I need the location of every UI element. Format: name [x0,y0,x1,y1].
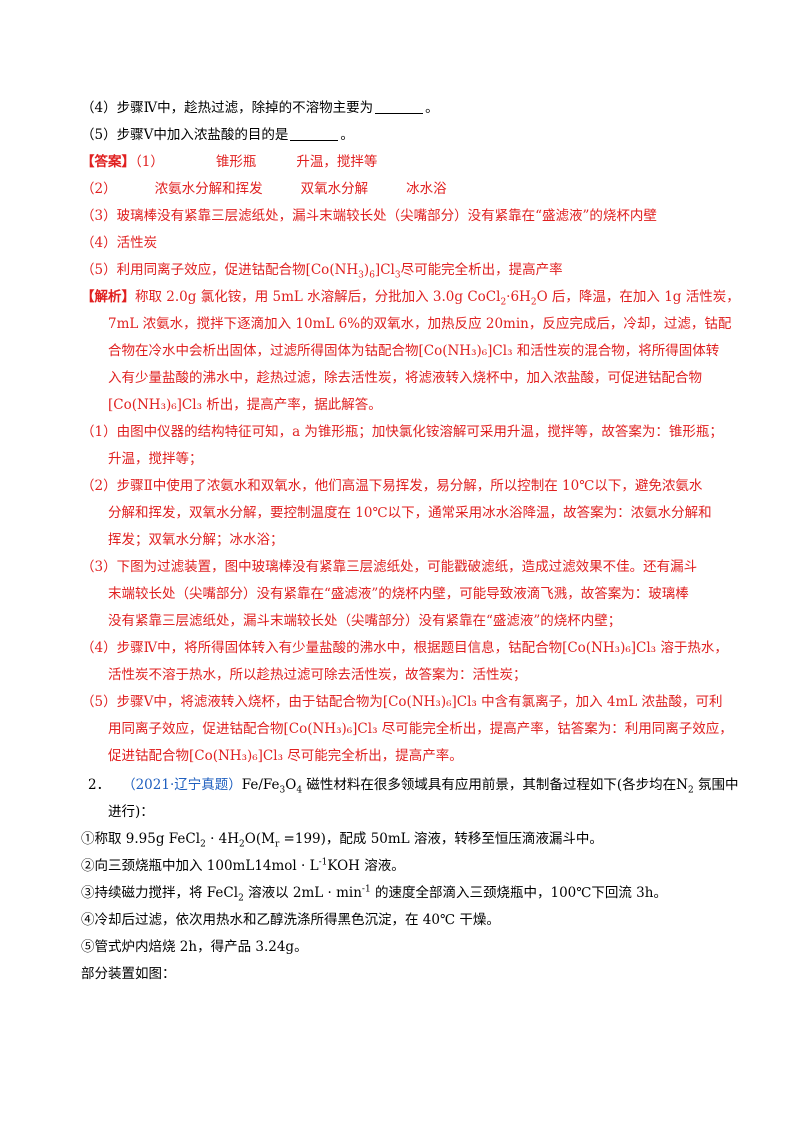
analysis-part-5a: （5）步骤Ⅴ中，将滤液转入烧杯，由于钴配合物为[Co(NH₃)₆]Cl₃ 中含有… [81,694,723,710]
step-1: ①称取 9.95g FeCl2 · 4H2O(Mr =199)，配成 50mL … [81,831,603,850]
answer-line-5: （5）利用同离子效应，促进钴配合物[Co(NH3)6]Cl3尽可能完全析出，提高… [81,262,563,281]
answer-blank [375,99,424,114]
analysis-line-5: [Co(NH₃)₆]Cl₃ 析出，提高产率，据此解答。 [108,397,382,413]
question-5: （5）步骤Ⅴ中加入浓盐酸的目的是。 [81,126,354,143]
step-5: ⑤管式炉内焙烧 2h，得产品 3.24g。 [81,939,308,955]
step-6: 部分装置如图： [81,966,176,982]
analysis-part-2b: 分解和挥发，双氧水分解，要控制温度在 10℃以下，通常采用冰水浴降温，故答案为：… [108,505,712,521]
answer-line-4: （4）活性炭 [81,235,158,251]
step-3: ③持续磁力搅拌，将 FeCl2 溶液以 2mL · min-1 的速度全部滴入三… [81,884,667,904]
step-4: ④冷却后过滤，依次用热水和乙醇洗涤所得黑色沉淀，在 40℃ 干燥。 [81,912,500,928]
analysis-part-1b: 升温，搅拌等； [108,451,203,467]
question-4: （4）步骤Ⅳ中，趁热过滤，除掉的不溶物主要为。 [81,99,439,116]
source-tag: （2021·辽宁真题） [122,777,242,793]
answer-blank [290,126,339,141]
analysis-part-3b: 末端较长处（尖嘴部分）没有紧靠在“盛滤液”的烧杯内壁，可能导致液滴飞溅，故答案为… [108,586,689,602]
question-2-intro: 2．（2021·辽宁真题）Fe/Fe3O4 磁性材料在很多领域具有应用前景，其制… [88,777,739,796]
analysis-line-3: 合物在冷水中会析出固体，过滤所得固体为钴配合物[Co(NH₃)₆]Cl₃ 和活性… [108,343,720,359]
analysis-part-3c: 没有紧靠三层滤纸处，漏斗末端较长处（尖嘴部分）没有紧靠在“盛滤液”的烧杯内壁； [108,613,622,629]
analysis-part-4b: 活性炭不溶于热水，所以趁热过滤可除去活性炭，故答案为：活性炭； [108,667,527,683]
question-2-intro-cont: 进行)： [108,804,154,820]
analysis-part-5b: 用同离子效应，促进钴配合物[Co(NH₃)₆]Cl₃ 尽可能完全析出，提高产率，… [108,721,733,737]
answer-line-1: 【答案】（1）锥形瓶升温，搅拌等 [81,154,378,170]
analysis-line-4: 入有少量盐酸的沸水中，趁热过滤，除去活性炭，将滤液转入烧杯中，加入浓盐酸，可促进… [108,370,702,386]
analysis-part-4a: （4）步骤Ⅳ中，将所得固体转入有少量盐酸的沸水中，根据题目信息，钴配合物[Co(… [81,640,728,656]
analysis-line-2: 7mL 浓氨水，搅拌下逐滴加入 10mL 6%的双氧水，加热反应 20min，反… [108,316,732,332]
analysis-part-2a: （2）步骤Ⅱ中使用了浓氨水和双氧水，他们高温下易挥发，易分解，所以控制在 10℃… [81,478,703,494]
answer-line-3: （3）玻璃棒没有紧靠三层滤纸处，漏斗末端较长处（尖嘴部分）没有紧靠在“盛滤液”的… [81,208,657,224]
answer-line-2: （2）浓氨水分解和挥发双氧水分解冰水浴 [81,181,447,197]
analysis-line-1: 【解析】称取 2.0g 氯化铵，用 5mL 水溶解后，分批加入 3.0g CoC… [81,289,740,308]
analysis-part-1a: （1）由图中仪器的结构特征可知，a 为锥形瓶；加快氯化铵溶解可采用升温，搅拌等，… [81,424,723,440]
analysis-part-5c: 促进钴配合物[Co(NH₃)₆]Cl₃ 尽可能完全析出，提高产率。 [108,748,463,764]
step-2: ②向三颈烧瓶中加入 100mL14mol · L-1KOH 溶液。 [81,857,405,874]
analysis-part-3a: （3）下图为过滤装置，图中玻璃棒没有紧靠三层滤纸处，可能戳破滤纸，造成过滤效果不… [81,559,698,575]
analysis-part-2c: 挥发；双氧水分解；冰水浴； [108,532,284,548]
